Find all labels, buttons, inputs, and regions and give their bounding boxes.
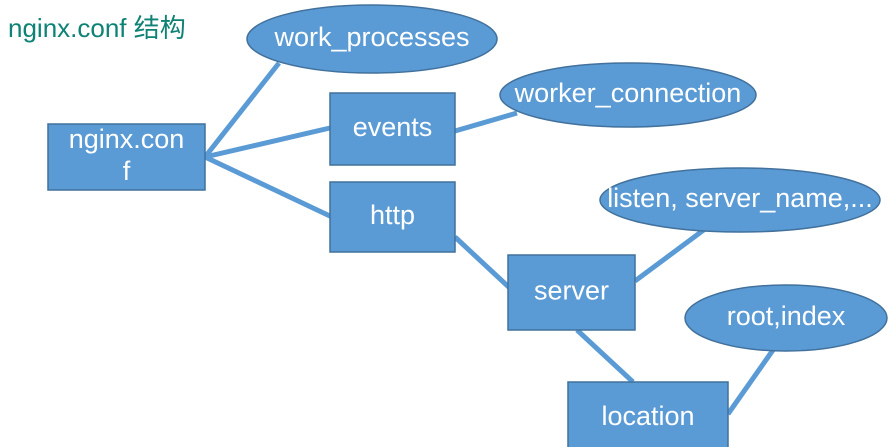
node-nginx_conf[interactable]: nginx.conf: [47, 123, 206, 191]
node-label-work_processes: work_processes: [273, 22, 469, 52]
node-shape-rect-nginx_conf[interactable]: [47, 123, 206, 191]
edge-events-to-worker_connection: [454, 110, 518, 134]
node-label-root_index: root,index: [727, 301, 846, 331]
node-label-http: http: [370, 200, 415, 230]
edge-nginx_conf-to-http: [203, 154, 334, 220]
node-events[interactable]: events: [329, 92, 456, 166]
node-shape-rect-location[interactable]: [567, 381, 729, 447]
node-location[interactable]: location: [567, 381, 729, 447]
node-label-server: server: [534, 276, 609, 306]
node-label-nginx_conf: f: [123, 156, 131, 186]
node-shape-ellipse-root_index[interactable]: [684, 284, 888, 352]
edge-server-to-location: [575, 328, 635, 384]
edge-http-to-server: [453, 235, 516, 294]
page-title: nginx.conf 结构: [8, 13, 186, 43]
node-label-worker_connection: worker_connection: [514, 78, 742, 108]
node-http[interactable]: http: [329, 181, 456, 253]
node-server[interactable]: server: [507, 254, 636, 331]
edge-nginx_conf-to-events: [204, 125, 331, 160]
node-label-listen_server_name: listen, server_name,...: [607, 183, 873, 213]
node-shape-ellipse-work_processes[interactable]: [246, 4, 498, 74]
node-listen_server_name[interactable]: listen, server_name,...: [599, 167, 881, 233]
edge-nginx_conf-to-work_processes: [203, 61, 281, 159]
node-work_processes[interactable]: work_processes: [246, 4, 498, 74]
node-label-events: events: [353, 112, 433, 142]
edge-location-to-root_index: [725, 348, 776, 416]
node-shape-rect-server[interactable]: [507, 254, 636, 331]
node-root_index[interactable]: root,index: [684, 284, 888, 352]
node-shape-rect-events[interactable]: [329, 92, 456, 166]
node-shape-ellipse-worker_connection[interactable]: [499, 62, 757, 128]
node-label-nginx_conf: nginx.con: [69, 124, 185, 154]
node-shape-ellipse-listen_server_name[interactable]: [599, 167, 881, 233]
node-shape-rect-http[interactable]: [329, 181, 456, 253]
nodes-layer: work_processes worker_connection listen, s…: [47, 4, 888, 447]
edges-layer: [203, 61, 776, 416]
node-label-location: location: [601, 401, 694, 431]
edge-server-to-listen_server_name: [633, 226, 707, 284]
node-worker_connection[interactable]: worker_connection: [499, 62, 757, 128]
